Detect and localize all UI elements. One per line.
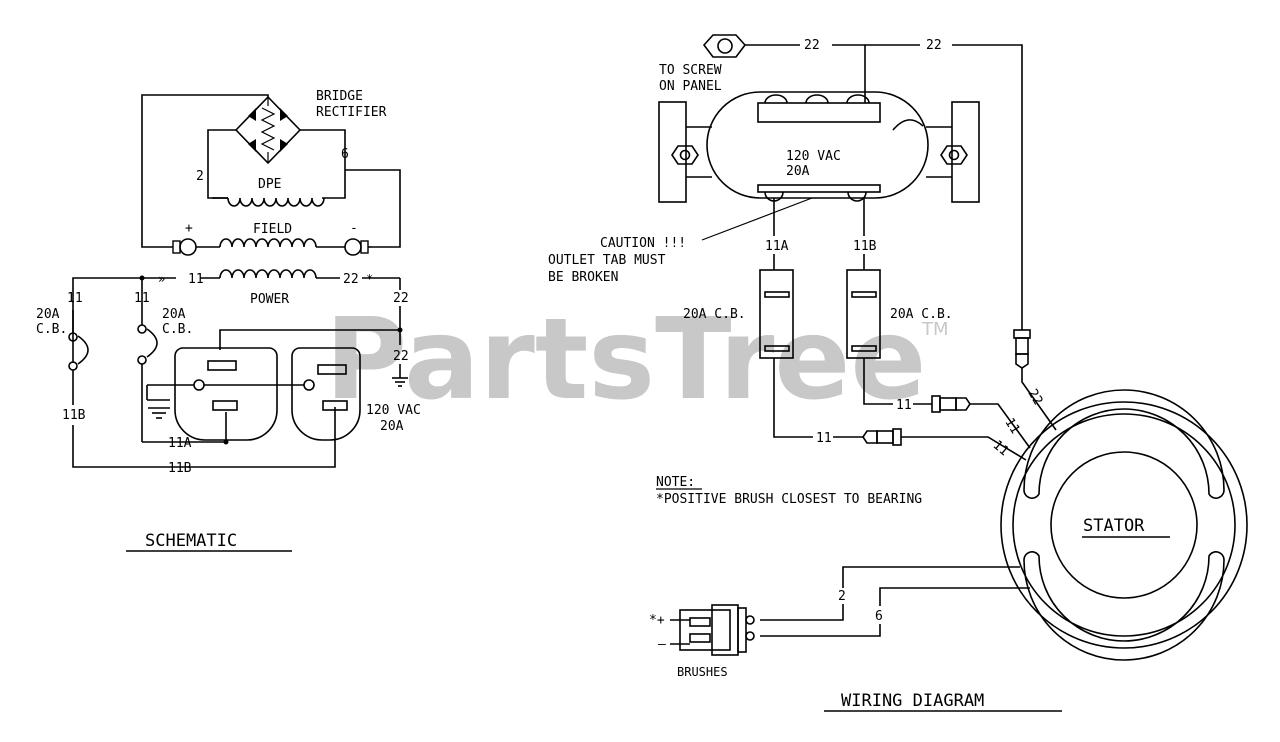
left-cb-label-2: C.B. bbox=[36, 322, 67, 337]
field-plus: + bbox=[185, 221, 193, 236]
screw-label-1: TO SCREW bbox=[659, 63, 722, 78]
schematic: BRIDGE RECTIFIER 2 6 DPE FIELD + - bbox=[36, 89, 421, 552]
sch-outlet-label-1: 120 VAC bbox=[366, 403, 421, 418]
svg-text:»: » bbox=[158, 272, 165, 286]
left-circuit-breaker bbox=[68, 310, 89, 405]
schematic-outlet-right bbox=[291, 347, 361, 441]
note-title: NOTE: bbox=[656, 475, 695, 490]
dpe-coil bbox=[212, 197, 325, 207]
wd-outlet-label-1: 120 VAC bbox=[786, 149, 841, 164]
mid-cb-label-1: 20A bbox=[162, 307, 186, 322]
brush-plus-label: *+ bbox=[649, 613, 665, 628]
wiring-diagram: TO SCREW ON PANEL 22 22 bbox=[548, 34, 1248, 712]
wd-circuit-breaker-left bbox=[759, 269, 794, 359]
field-minus: - bbox=[350, 221, 358, 236]
bridge-rectifier-symbol bbox=[234, 95, 302, 165]
caution-line-1: CAUTION !!! bbox=[600, 236, 686, 251]
wd-wire-22-a: 22 bbox=[804, 38, 820, 53]
sch-outlet-label-2: 20A bbox=[380, 419, 404, 434]
field-brush-left bbox=[172, 238, 197, 256]
bridge-label-1: BRIDGE bbox=[316, 89, 363, 104]
power-wire-22: 22 bbox=[343, 272, 359, 287]
sch-wire-11b-left: 11B bbox=[62, 408, 86, 423]
stator-wire-11-a: 11 bbox=[1001, 416, 1022, 437]
wd-cb-left-label: 20A C.B. bbox=[683, 307, 746, 322]
sch-wire-22-right: 22 bbox=[393, 291, 409, 306]
outlet-mounting-strap bbox=[658, 101, 980, 203]
panel-screw bbox=[702, 34, 747, 58]
left-cb-label-1: 20A bbox=[36, 307, 60, 322]
field-coil bbox=[196, 238, 345, 248]
sch-wire-11a: 11A bbox=[168, 436, 192, 451]
sch-wire-11b-bottom: 11B bbox=[168, 461, 192, 476]
stator-label: STATOR bbox=[1083, 516, 1145, 536]
wd-wire-6: 6 bbox=[875, 609, 883, 624]
wd-wire-11-lower: 11 bbox=[816, 431, 832, 446]
svg-text:*: * bbox=[366, 272, 373, 286]
brushes-label: BRUSHES bbox=[677, 665, 728, 679]
field-label: FIELD bbox=[253, 222, 292, 237]
wd-wire-2: 2 bbox=[838, 589, 846, 604]
connector-22 bbox=[1013, 329, 1031, 369]
power-label: POWER bbox=[250, 292, 289, 307]
ground-symbol-right bbox=[392, 364, 408, 387]
brush-minus-label: – bbox=[658, 637, 666, 652]
wiring-diagram-title: WIRING DIAGRAM bbox=[841, 691, 984, 711]
watermark-text: PartsTree bbox=[325, 295, 926, 425]
wd-wire-22-b: 22 bbox=[926, 38, 942, 53]
mid-cb-label-2: C.B. bbox=[162, 322, 193, 337]
wd-wire-11a: 11A bbox=[765, 239, 789, 254]
bridge-label-2: RECTIFIER bbox=[316, 105, 387, 120]
dpe-label: DPE bbox=[258, 177, 281, 192]
brush-assembly bbox=[670, 604, 755, 656]
watermark-tm: TM bbox=[921, 319, 949, 340]
caution-line-2: OUTLET TAB MUST bbox=[548, 253, 666, 268]
sch-wire-22-ground: 22 bbox=[393, 349, 409, 364]
wd-wire-11-upper: 11 bbox=[896, 398, 912, 413]
stator-wire-22: 22 bbox=[1024, 387, 1045, 408]
note-text: *POSITIVE BRUSH CLOSEST TO BEARING bbox=[656, 492, 922, 507]
power-coil: » * bbox=[72, 269, 401, 363]
wd-wire-11b: 11B bbox=[853, 239, 877, 254]
connector-upper bbox=[931, 395, 971, 413]
power-wire-11: 11 bbox=[188, 272, 204, 287]
connector-lower bbox=[862, 428, 902, 446]
middle-circuit-breaker bbox=[137, 275, 158, 442]
sch-wire-2: 2 bbox=[196, 169, 204, 184]
wd-outlet-body bbox=[706, 91, 929, 202]
stator-symbol bbox=[1000, 389, 1248, 661]
left-cb-wire-11: 11 bbox=[67, 291, 83, 306]
field-brush-right bbox=[344, 238, 372, 256]
wd-outlet-label-2: 20A bbox=[786, 164, 810, 179]
schematic-title: SCHEMATIC bbox=[145, 531, 237, 551]
ground-symbol-left bbox=[147, 399, 170, 419]
caution-line-3: BE BROKEN bbox=[548, 270, 618, 285]
screw-label-2: ON PANEL bbox=[659, 79, 722, 94]
sch-wire-6: 6 bbox=[341, 147, 349, 162]
wd-cb-right-label: 20A C.B. bbox=[890, 307, 953, 322]
